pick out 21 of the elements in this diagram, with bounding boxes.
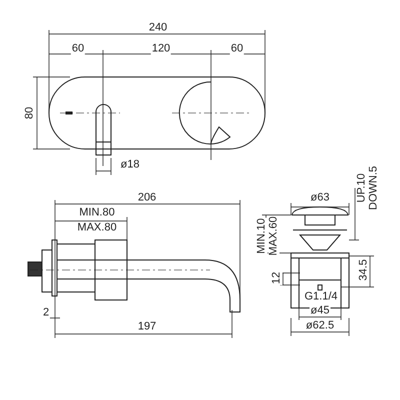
dimension-label: 34.5 xyxy=(358,258,370,282)
dimension-label: MIN.10 xyxy=(256,217,268,255)
dimension-label: 60 xyxy=(230,44,244,54)
dimension-label: DOWN.5 xyxy=(368,165,380,211)
dimension-label: 197 xyxy=(136,322,158,332)
dimension-label: 12 xyxy=(272,270,282,286)
dimension-label: ø18 xyxy=(120,160,140,170)
dimension-label: 60 xyxy=(70,44,86,54)
dimension-label: ø63 xyxy=(310,192,330,204)
dimension-label: 120 xyxy=(150,44,172,54)
dimension-label: MAX.80 xyxy=(76,222,118,234)
thread-label: G1.1/4 xyxy=(303,292,339,302)
dimension-label: UP.10 xyxy=(356,172,368,204)
dimension-label: 80 xyxy=(24,106,36,120)
dimension-label: ø62.5 xyxy=(304,320,336,332)
dimension-label: 2 xyxy=(42,308,50,318)
dimension-label: 206 xyxy=(136,192,158,204)
dimension-label: 240 xyxy=(148,22,168,34)
dimension-label: MAX.60 xyxy=(268,215,280,257)
dimension-label: MIN.80 xyxy=(78,208,116,218)
dimension-label: ø45 xyxy=(310,306,330,316)
